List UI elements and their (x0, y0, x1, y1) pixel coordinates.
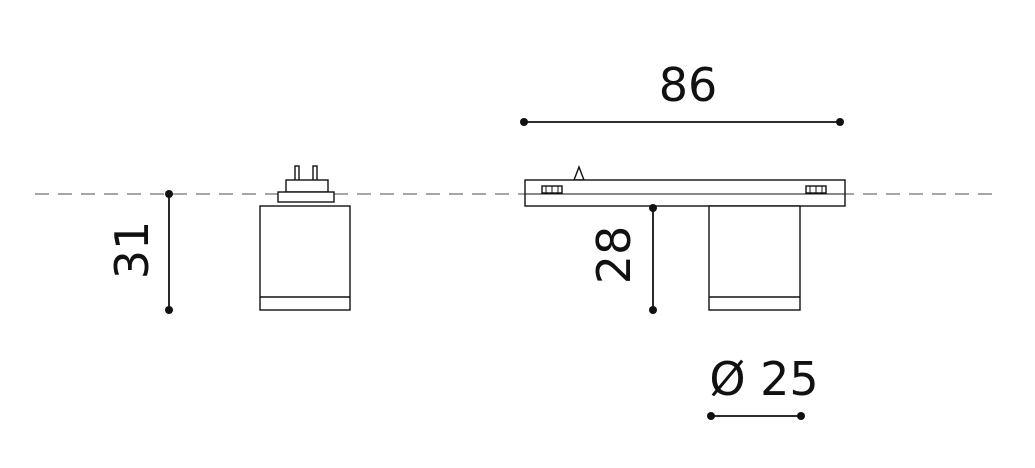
dimension-31 (165, 190, 173, 314)
track-adapter-bar (524, 179, 846, 207)
dimension-endpoint (649, 306, 657, 314)
dimension-label-length: 86 (659, 58, 718, 112)
dimension-endpoint (707, 412, 715, 420)
track-marker-triangle (572, 165, 586, 181)
dimension-endpoint (520, 118, 528, 126)
dimension-diameter (707, 412, 805, 420)
dimension-label-side-height: 31 (105, 221, 159, 280)
dimension-label-front-height: 28 (587, 226, 641, 285)
adapter-base (277, 191, 335, 203)
dimension-endpoint (649, 204, 657, 212)
dimension-28 (649, 204, 657, 314)
luminaire-body-front (708, 205, 801, 311)
dimension-endpoint (836, 118, 844, 126)
dimension-86 (520, 118, 844, 126)
dimension-endpoint (165, 306, 173, 314)
dimension-label-diameter: Ø 25 (709, 352, 818, 406)
front-view (524, 165, 846, 311)
adapter-head (285, 179, 329, 193)
dimension-endpoint (797, 412, 805, 420)
dimension-endpoint (165, 190, 173, 198)
side-view (259, 165, 351, 311)
luminaire-body (259, 205, 351, 311)
